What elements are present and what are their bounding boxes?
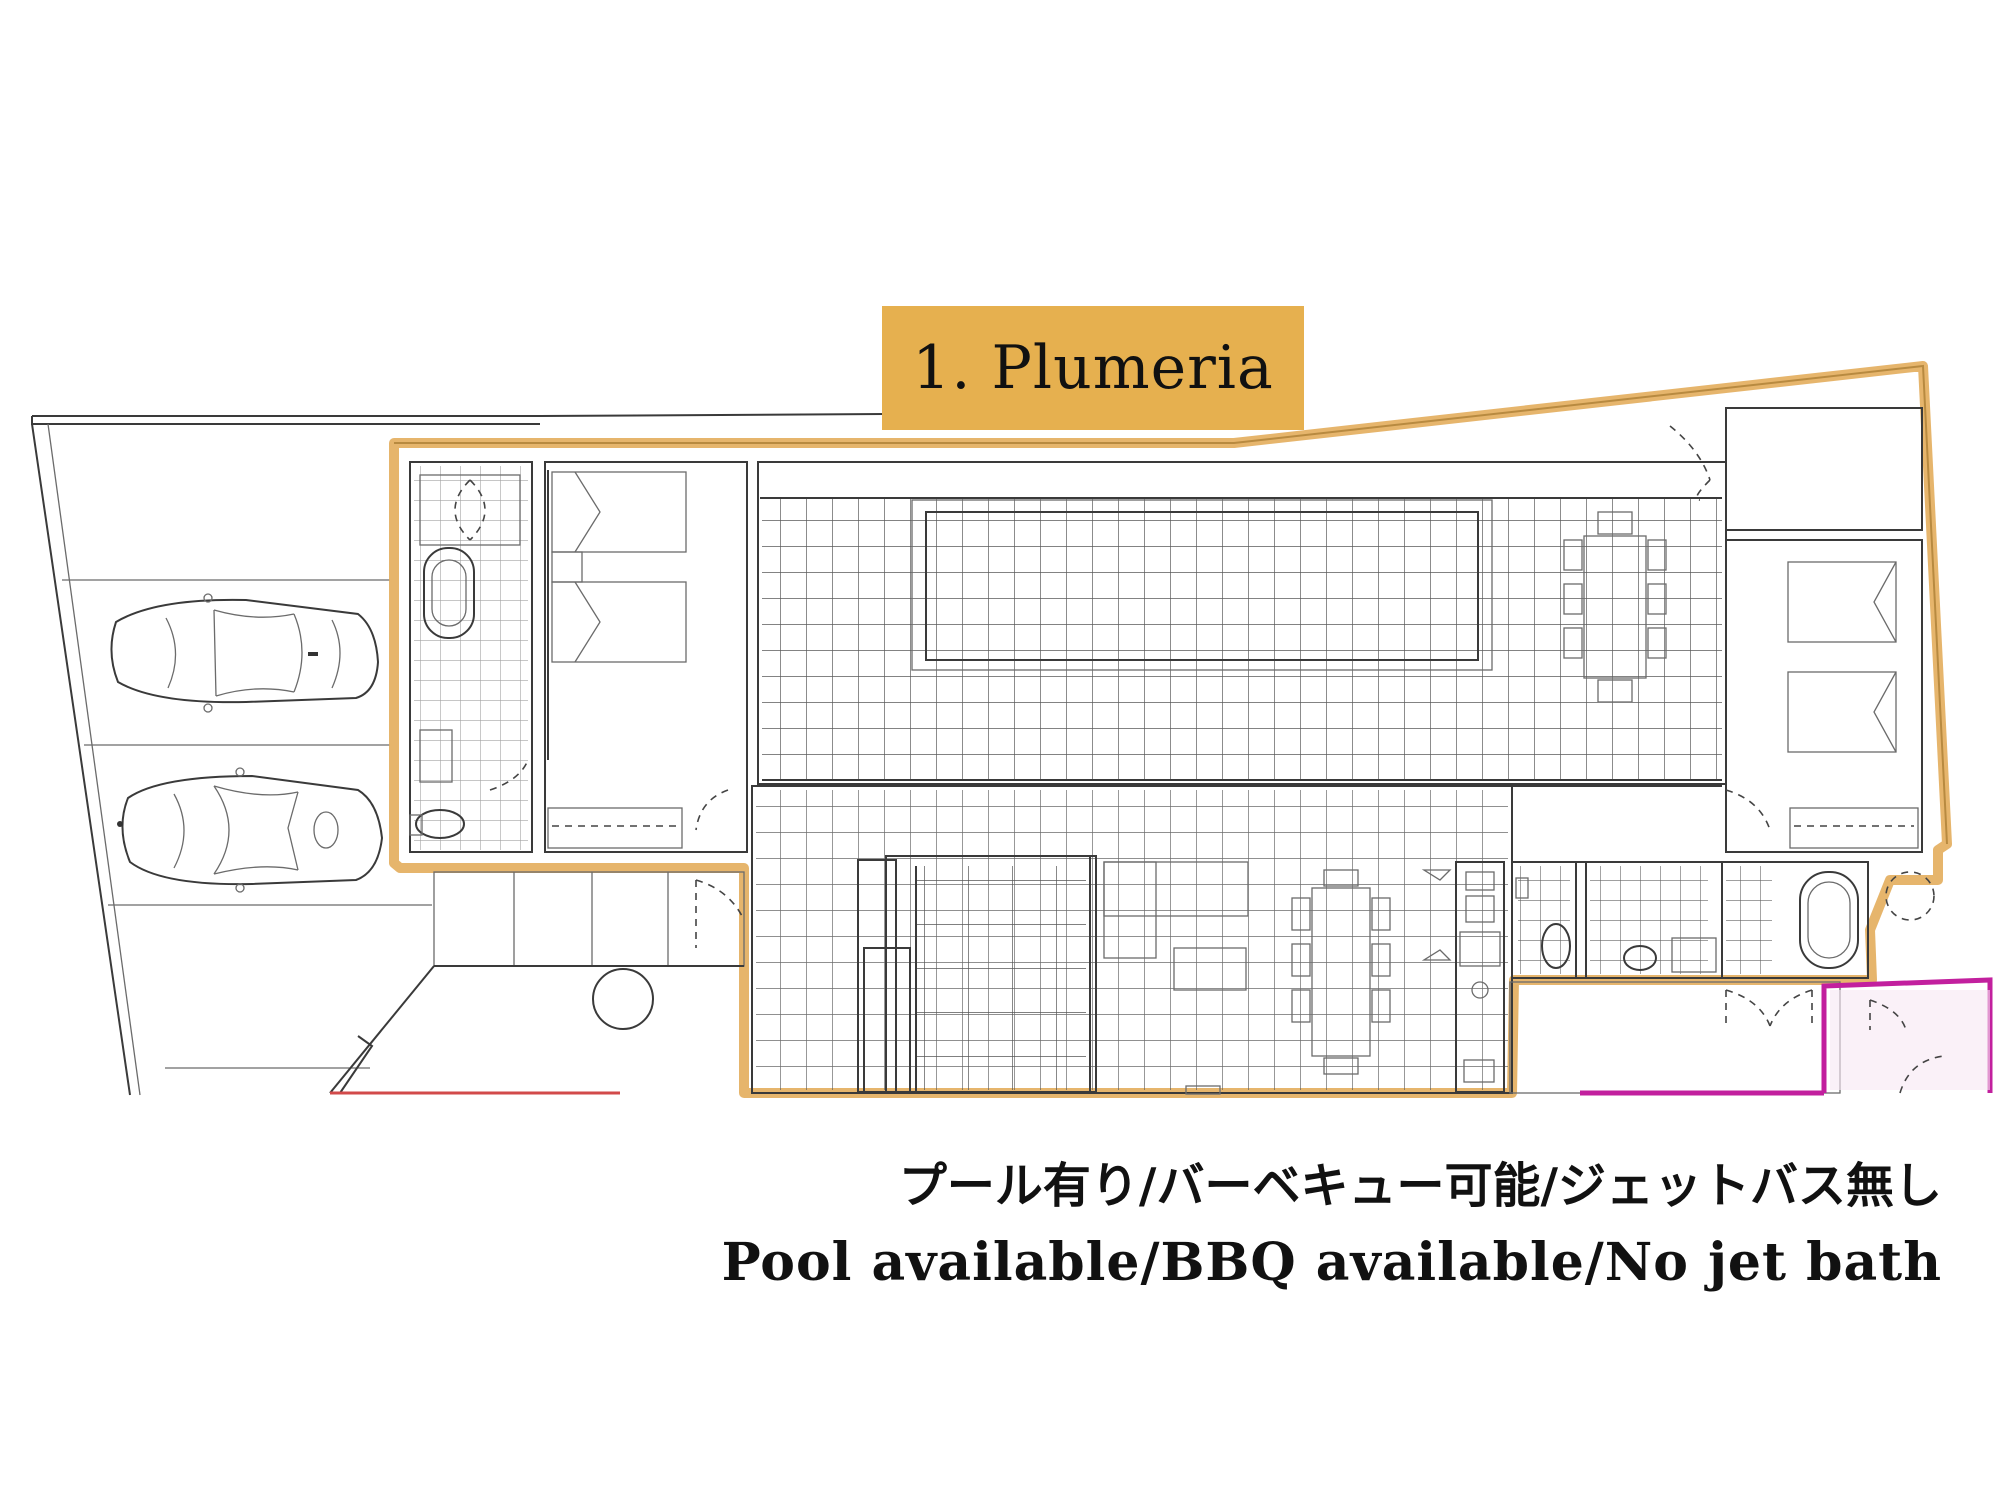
- unit-title-badge: 1. Plumeria: [882, 306, 1304, 430]
- living-kitchen: [751, 785, 1513, 1095]
- entrance-area: [329, 871, 745, 1094]
- lower-bathroom: [1509, 861, 1935, 1094]
- pool-deck: [757, 461, 1727, 787]
- neighbor-unit: [330, 977, 1993, 1096]
- parking-area: [31, 413, 886, 1096]
- amenities-caption-english: Pool available/BBQ available/No jet bath: [721, 1232, 1942, 1293]
- amenities-caption-japanese: プール有り/バーベキュー可能/ジェットバス無し: [898, 1158, 1942, 1214]
- car-1-icon: [110, 593, 380, 713]
- car-2-icon: [117, 767, 384, 893]
- unit-title: 1. Plumeria: [912, 333, 1274, 403]
- right-wing: [695, 407, 1923, 853]
- left-wing: [409, 461, 748, 853]
